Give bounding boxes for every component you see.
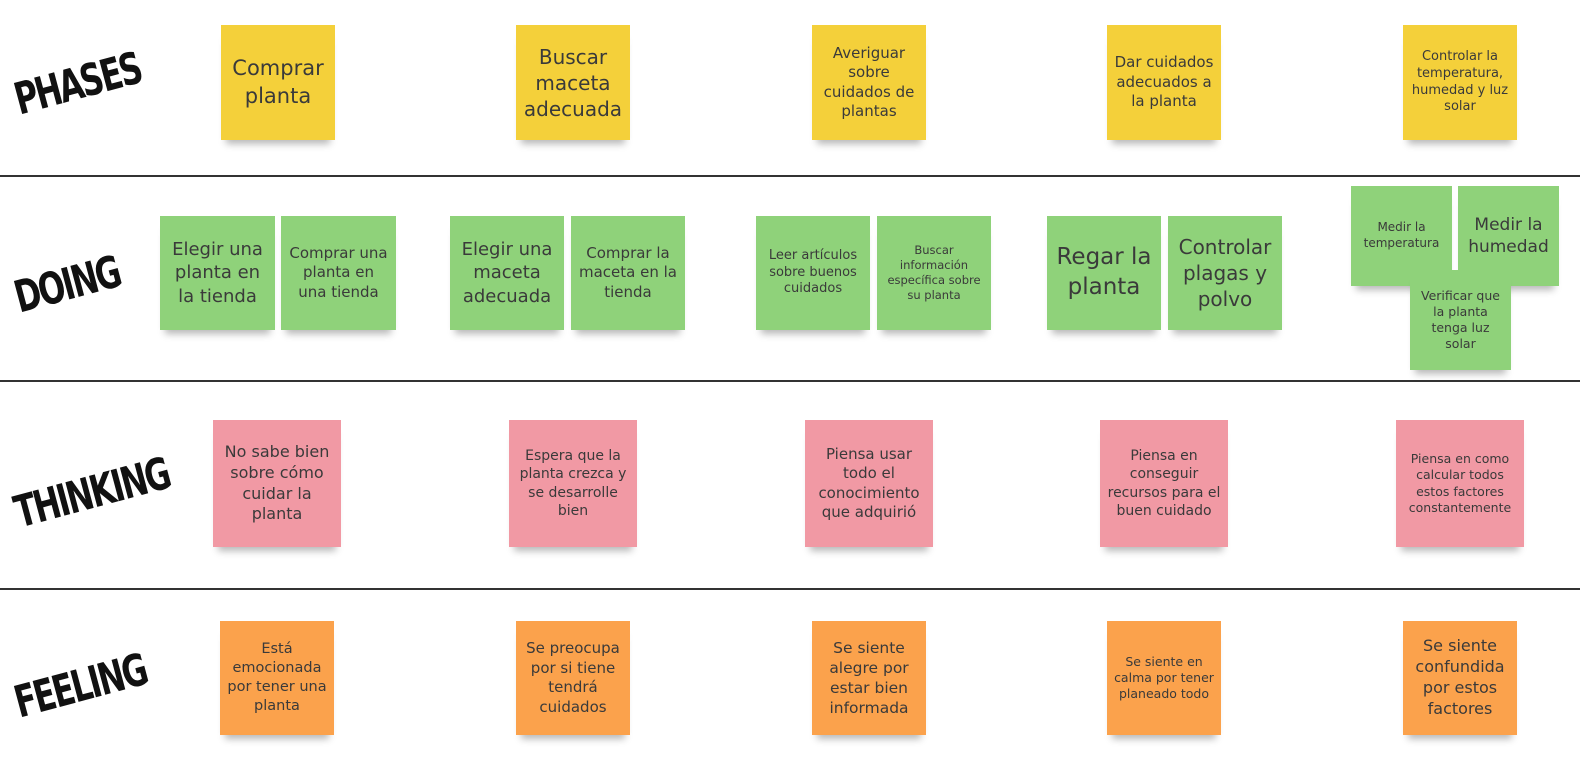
sticky-note-phase[interactable]: Comprar planta bbox=[221, 25, 335, 140]
sticky-note-doing[interactable]: Verificar que la planta tenga luz solar bbox=[1410, 270, 1511, 370]
row-label-feeling: FEELING bbox=[8, 644, 152, 729]
sticky-note-doing[interactable]: Leer artículos sobre buenos cuidados bbox=[756, 216, 870, 330]
sticky-note-feeling[interactable]: Se siente alegre por estar bien informad… bbox=[812, 621, 926, 735]
sticky-note-feeling[interactable]: Se preocupa por si tiene tendrá cuidados bbox=[516, 621, 630, 735]
sticky-note-phase[interactable]: Averiguar sobre cuidados de plantas bbox=[812, 25, 926, 140]
row-divider bbox=[0, 588, 1580, 590]
sticky-note-doing[interactable]: Medir la temperatura bbox=[1351, 186, 1452, 286]
row-label-thinking: THINKING bbox=[8, 448, 175, 539]
sticky-note-doing[interactable]: Elegir una maceta adecuada bbox=[450, 216, 564, 330]
row-label-doing: DOING bbox=[8, 246, 126, 324]
sticky-note-thinking[interactable]: Piensa en conseguir recursos para el bue… bbox=[1100, 420, 1228, 547]
sticky-note-doing[interactable]: Elegir una planta en la tienda bbox=[160, 216, 275, 330]
sticky-note-thinking[interactable]: Piensa usar todo el conocimiento que adq… bbox=[805, 420, 933, 547]
sticky-note-feeling[interactable]: Se siente en calma por tener planeado to… bbox=[1107, 621, 1221, 735]
sticky-note-doing[interactable]: Regar la planta bbox=[1047, 216, 1161, 330]
sticky-note-thinking[interactable]: No sabe bien sobre cómo cuidar la planta bbox=[213, 420, 341, 547]
sticky-note-doing[interactable]: Medir la humedad bbox=[1458, 186, 1559, 286]
sticky-note-phase[interactable]: Dar cuidados adecuados a la planta bbox=[1107, 25, 1221, 140]
row-divider bbox=[0, 380, 1580, 382]
sticky-note-doing[interactable]: Buscar información específica sobre su p… bbox=[877, 216, 991, 330]
sticky-note-thinking[interactable]: Piensa en como calcular todos estos fact… bbox=[1396, 420, 1524, 547]
row-divider bbox=[0, 175, 1580, 177]
sticky-note-feeling[interactable]: Está emocionada por tener una planta bbox=[220, 621, 334, 735]
sticky-note-doing[interactable]: Comprar una planta en una tienda bbox=[281, 216, 396, 330]
sticky-note-phase[interactable]: Controlar la temperatura, humedad y luz … bbox=[1403, 25, 1517, 140]
sticky-note-doing[interactable]: Comprar la maceta en la tienda bbox=[571, 216, 685, 330]
sticky-note-feeling[interactable]: Se siente confundida por estos factores bbox=[1403, 621, 1517, 735]
row-label-phases: PHASES bbox=[8, 42, 147, 126]
sticky-note-thinking[interactable]: Espera que la planta crezca y se desarro… bbox=[509, 420, 637, 547]
sticky-note-phase[interactable]: Buscar maceta adecuada bbox=[516, 25, 630, 140]
sticky-note-doing[interactable]: Controlar plagas y polvo bbox=[1168, 216, 1282, 330]
